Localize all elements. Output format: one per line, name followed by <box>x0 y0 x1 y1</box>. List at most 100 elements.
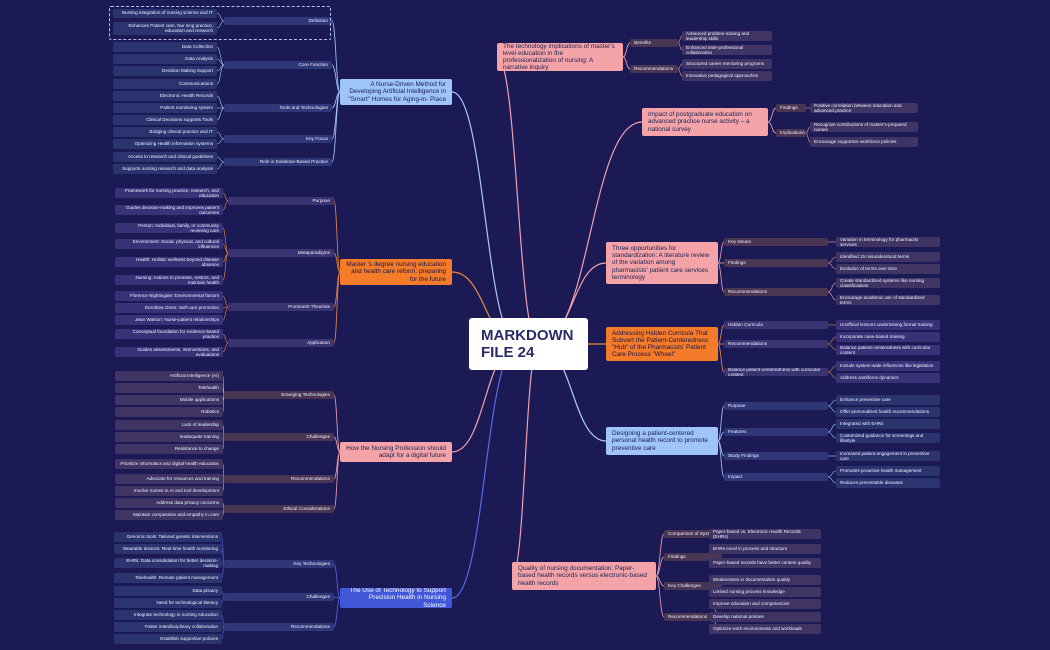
topic-key-challenges[interactable]: Key Challenges <box>664 582 722 590</box>
leaf-dorothea-orem-self-care-promotion[interactable]: Dorothea Orem: Self-care promotion <box>115 303 223 313</box>
leaf-paper-based-records-have-better-content-[interactable]: Paper-based records have better content … <box>709 558 821 568</box>
topic-core-function[interactable]: Core Function <box>224 61 332 69</box>
leaf-decision-making-support[interactable]: Decision Making Support <box>113 66 217 76</box>
leaf-address-workforce-dynamics[interactable]: Address workforce dynamics <box>836 373 940 383</box>
branch-a-nurse-driven-method-for-developing-art[interactable]: A Nurse-Driven Method for Developing Art… <box>340 79 452 105</box>
topic-purpose[interactable]: Purpose <box>724 402 828 410</box>
leaf-ehrs-data-consolidation-for-better-decis[interactable]: EHRs: Data consolidation for better deci… <box>114 558 222 568</box>
topic-application[interactable]: Application <box>228 339 334 347</box>
branch-addressing-hidden-curricula-that-subvert[interactable]: Addressing Hidden Curricula That Subvert… <box>606 327 718 361</box>
leaf-guides-decision-making-and-improves-pati[interactable]: Guides decision-making and improves pati… <box>115 205 223 215</box>
topic-comparison-of-systems[interactable]: Comparison of Systems <box>664 530 722 538</box>
leaf-offer-personalized-health-recommendation[interactable]: Offer personalized health recommendation… <box>836 407 940 417</box>
leaf-incorporate-case-based-training[interactable]: Incorporate case-based training <box>836 332 940 342</box>
leaf-advanced-problem-solving-and-leadership-[interactable]: Advanced problem-solving and leadership … <box>682 31 772 41</box>
leaf-telehealth-remote-patient-management[interactable]: Telehealth: Remote patient management <box>114 573 222 583</box>
topic-recommendations[interactable]: Recommendations <box>664 613 722 621</box>
topic-recommendations[interactable]: Recommendations <box>724 340 828 348</box>
leaf-establish-supportive-policies[interactable]: Establish supportive policies <box>114 634 222 644</box>
leaf-person-individual-family-or-community-re[interactable]: Person: Individual, family, or community… <box>115 223 223 233</box>
topic-balance-patient-centeredness-with-curric[interactable]: Balance patient-centeredness with curric… <box>724 368 828 376</box>
leaf-reduces-preventable-diseases[interactable]: Reduces preventable diseases <box>836 478 940 488</box>
topic-metaparadigms[interactable]: Metaparadigms <box>228 249 334 257</box>
topic-recommendations[interactable]: Recommendations <box>224 623 334 631</box>
leaf-data-privacy[interactable]: Data privacy <box>114 586 222 596</box>
leaf-framework-for-nursing-practice-research-[interactable]: Framework for nursing practice, research… <box>115 188 223 198</box>
topic-purpose[interactable]: Purpose <box>228 197 334 205</box>
topic-ethical-considerations[interactable]: Ethical Considerations <box>224 505 334 513</box>
leaf-jean-watson-nurse-patient-relationships[interactable]: Jean Watson: Nurse-patient relationships <box>115 315 223 325</box>
topic-tools-and-technologies[interactable]: Tools and Technologies <box>224 104 332 112</box>
topic-findings[interactable]: Findings <box>776 104 806 112</box>
leaf-encourage-supportive-workforce-policies[interactable]: Encourage supportive workforce policies <box>810 137 918 147</box>
leaf-resistance-to-change[interactable]: Resistance to change <box>115 444 223 454</box>
leaf-create-standardized-systems-like-nursing[interactable]: Create standardized systems like nursing… <box>836 278 940 288</box>
topic-study-findings[interactable]: Study Findings <box>724 452 828 460</box>
leaf-access-to-research-and-clinical-guidelin[interactable]: Access to research and clinical guidelin… <box>113 152 217 162</box>
leaf-artificial-intelligence-ai[interactable]: Artificial Intelligence (AI) <box>115 371 223 381</box>
leaf-need-for-technological-literacy[interactable]: Need for technological literacy <box>114 598 222 608</box>
leaf-inadequate-training[interactable]: Inadequate training <box>115 432 223 442</box>
branch-designing-a-patient-centered-personal-he[interactable]: Designing a patient-centered personal he… <box>606 427 718 455</box>
leaf-recognize-contributions-of-master-s-prep[interactable]: Recognize contributions of master's-prep… <box>810 122 918 132</box>
leaf-variation-in-terminology-for-pharmacist-[interactable]: Variation in terminology for pharmacist … <box>836 237 940 247</box>
leaf-enhances-patient-care-nur-sing-practice-[interactable]: Enhances Patient care, Nur sing practice… <box>113 21 217 35</box>
leaf-innovative-pedagogical-approaches[interactable]: Innovative pedagogical approaches <box>682 71 772 81</box>
leaf-structured-career-mentoring-programs[interactable]: Structured career mentoring programs <box>682 59 772 69</box>
leaf-genomic-tools-tailored-genetic-intervent[interactable]: Genomic tools: Tailored genetic interven… <box>114 532 222 542</box>
branch-how-the-nursing-profession-should-adapt-[interactable]: How the Nursing Profession should adapt … <box>340 442 452 462</box>
topic-hidden-curricula[interactable]: Hidden Curricula <box>724 321 828 329</box>
leaf-bridging-clinical-practice-and-it[interactable]: Bridging clinical practice and IT <box>113 127 217 137</box>
leaf-increased-patient-engagement-in-preventi[interactable]: Increased patient engagement in preventi… <box>836 451 940 461</box>
leaf-enhance-preventive-care[interactable]: Enhance preventive care <box>836 395 940 405</box>
topic-key-technologies[interactable]: Key Technologies <box>224 560 334 568</box>
leaf-mobile-applications[interactable]: Mobile applications <box>115 395 223 405</box>
leaf-promotes-proactive-health-management[interactable]: Promotes proactive health management <box>836 466 940 476</box>
topic-benefits[interactable]: Benefits <box>630 39 678 47</box>
branch-impact-of-postgraduate-education-on-adva[interactable]: Impact of postgraduate education on adva… <box>642 108 768 136</box>
leaf-guides-assessments-interventions-and-eva[interactable]: Guides assessments, interventions, and e… <box>115 347 223 357</box>
leaf-enhanced-inter-professional-collaboratio[interactable]: Enhanced inter-professional collaboratio… <box>682 45 772 55</box>
topic-findings[interactable]: Findings <box>724 259 828 267</box>
topic-recommendations[interactable]: Recommendations <box>630 65 678 73</box>
leaf-supports-nursing-research-and-data-analy[interactable]: Supports nursing research and data analy… <box>113 164 217 174</box>
leaf-electronic-health-records[interactable]: Electronic Health Records <box>113 91 217 101</box>
leaf-integrate-technology-in-nursing-educatio[interactable]: Integrate technology in nursing educatio… <box>114 610 222 620</box>
leaf-florence-nightingale-environmental-facto[interactable]: Florence Nightingale: Environmental fact… <box>115 291 223 301</box>
leaf-unofficial-lessons-undermining-formal-tr[interactable]: Unofficial lessons undermining formal tr… <box>836 320 940 330</box>
leaf-improve-education-and-competencies[interactable]: Improve education and competencies <box>709 599 821 609</box>
leaf-environment-social-physical-and-cultural[interactable]: Environment: Social, physical, and cultu… <box>115 239 223 249</box>
leaf-nursing-actions-to-promote-restore-and-m[interactable]: Nursing: Actions to promote, restore, an… <box>115 275 223 285</box>
leaf-include-system-wide-influences-like-legi[interactable]: Include system-wide influences like legi… <box>836 361 940 371</box>
leaf-paper-based-vs-electronic-health-records[interactable]: Paper-based vs. Electronic Health Record… <box>709 529 821 539</box>
topic-implications[interactable]: Implications <box>776 129 806 137</box>
topic-recommendations[interactable]: Recommendations <box>224 475 334 483</box>
leaf-health-holistic-wellness-beyond-disease-[interactable]: Health: Holistic wellness beyond disease… <box>115 257 223 267</box>
topic-key-issues[interactable]: Key Issues <box>724 238 828 246</box>
topic-findings[interactable]: Findings <box>664 553 722 561</box>
leaf-positive-correlation-between-education-a[interactable]: Positive correlation between education a… <box>810 103 918 113</box>
branch-three-opportunities-for-standardization-[interactable]: Three opportunities for standardization:… <box>606 242 718 284</box>
leaf-evolution-of-terms-over-time[interactable]: Evolution of terms over time <box>836 264 940 274</box>
leaf-encourage-academic-use-of-standardized-t[interactable]: Encourage academic use of standardized t… <box>836 295 940 305</box>
leaf-telehealth[interactable]: Telehealth <box>115 383 223 393</box>
root-node[interactable]: MARKDOWN FILE 24 <box>469 318 588 370</box>
leaf-customized-guidance-for-screenings-and-l[interactable]: Customized guidance for screenings and l… <box>836 433 940 443</box>
topic-prominent-theorists[interactable]: Prominent Theorists <box>228 303 334 311</box>
leaf-limited-nursing-process-knowledge[interactable]: Limited nursing process knowledge <box>709 587 821 597</box>
leaf-conceptual-foundation-for-evidence-based[interactable]: Conceptual foundation for evidence-based… <box>115 329 223 339</box>
leaf-lack-of-leadership[interactable]: Lack of leadership <box>115 420 223 430</box>
leaf-involve-nurses-in-ai-and-tool-developmen[interactable]: Involve nurses in AI and tool developmen… <box>115 486 223 496</box>
leaf-prioritize-informatics-and-digital-healt[interactable]: Prioritize informatics and digital healt… <box>115 459 223 469</box>
topic-emerging-technologies[interactable]: Emerging Technologies <box>224 391 334 399</box>
branch-the-use-of-technology-to-support-precisi[interactable]: The Use of Technology to Support Precisi… <box>340 588 452 608</box>
branch-quality-of-nursing-documentation-paper-b[interactable]: Quality of nursing documentation: Paper-… <box>512 562 656 590</box>
topic-role-in-evidence-based-practice[interactable]: Role in Evidence-Based Practice <box>224 158 332 166</box>
topic-challenges[interactable]: Challenges <box>224 433 334 441</box>
topic-key-focus[interactable]: Key Focus <box>224 135 332 143</box>
leaf-advocate-for-resources-and-training[interactable]: Advocate for resources and training <box>115 474 223 484</box>
topic-challenges[interactable]: Challenges <box>224 593 334 601</box>
leaf-foster-interdisciplinary-collaboration[interactable]: Foster interdisciplinary collaboration <box>114 622 222 632</box>
topic-impact[interactable]: Impact <box>724 473 828 481</box>
leaf-maintain-compassion-and-empathy-in-care[interactable]: Maintain compassion and empathy in care <box>115 510 223 520</box>
